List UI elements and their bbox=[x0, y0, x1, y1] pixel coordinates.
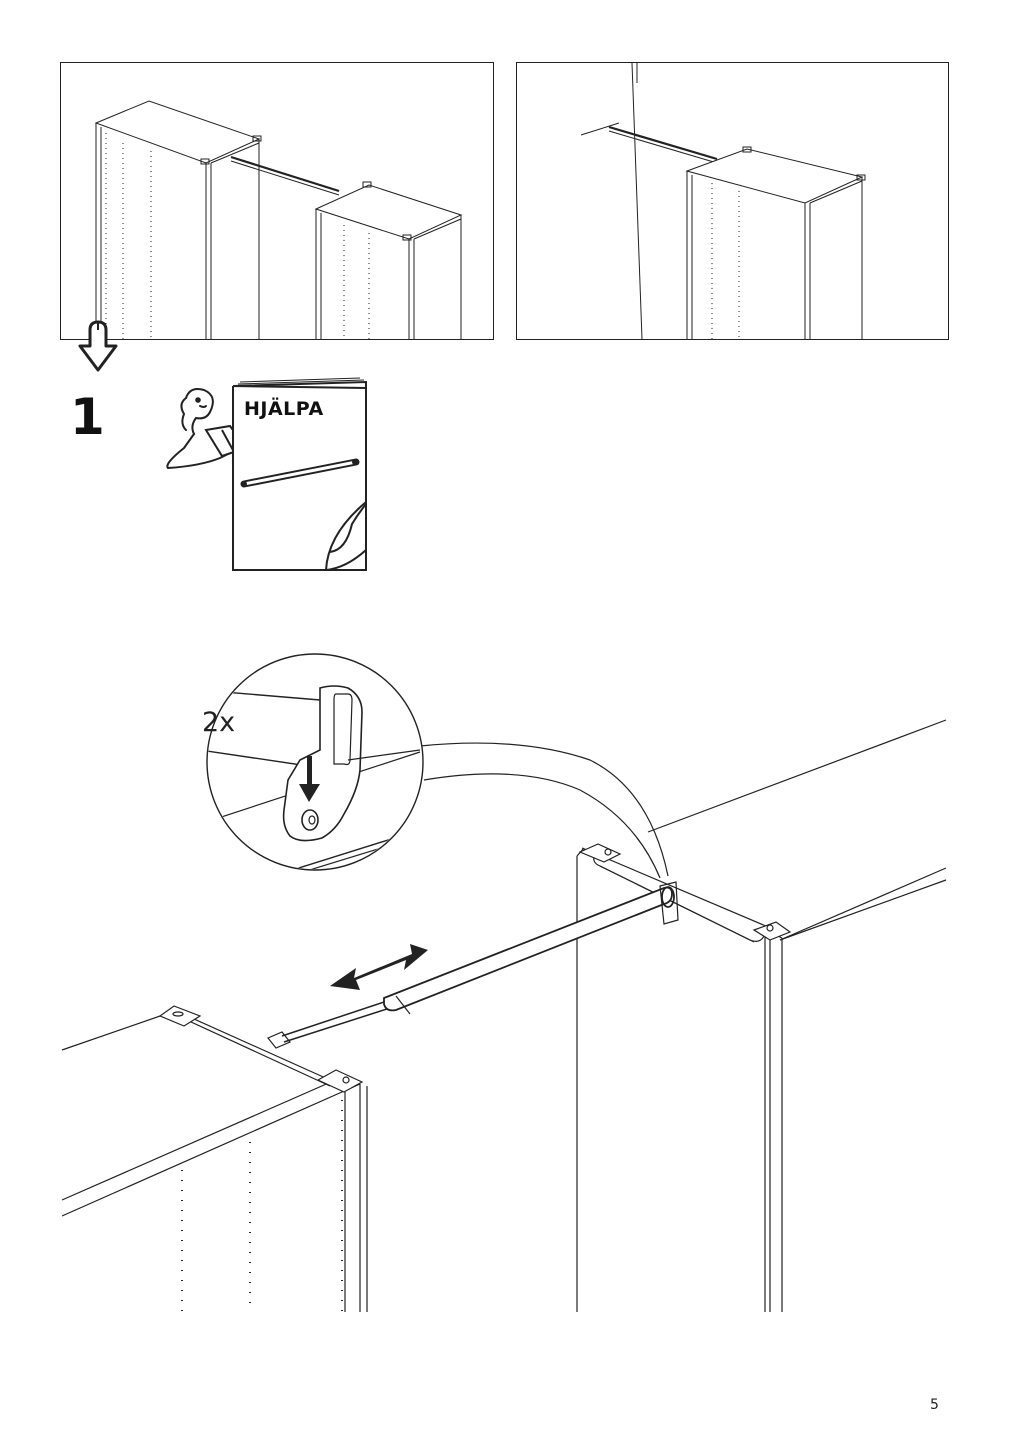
right-cabinet bbox=[576, 719, 947, 1312]
main-assembly-illustration bbox=[61, 653, 947, 1312]
quantity-label: 2x bbox=[202, 707, 236, 738]
step-number: 1 bbox=[70, 388, 105, 446]
move-down-arrow-icon bbox=[78, 320, 118, 372]
cabinet-wall-illustration bbox=[580, 63, 866, 339]
panel-two-cabinets bbox=[60, 62, 494, 340]
telescopic-rail bbox=[281, 881, 679, 1043]
two-cabinets-illustration bbox=[94, 100, 463, 339]
double-arrow-icon bbox=[330, 944, 428, 990]
down-arrow-icon bbox=[299, 756, 320, 802]
help-booklet-figure bbox=[166, 377, 367, 571]
detail-zoom-circle bbox=[206, 653, 424, 871]
page-number: 5 bbox=[930, 1397, 939, 1413]
panel-cabinet-to-wall bbox=[516, 62, 949, 340]
booklet-title: HJÄLPA bbox=[244, 398, 324, 420]
left-cabinet bbox=[61, 1005, 368, 1312]
booklet-icon bbox=[232, 377, 367, 571]
